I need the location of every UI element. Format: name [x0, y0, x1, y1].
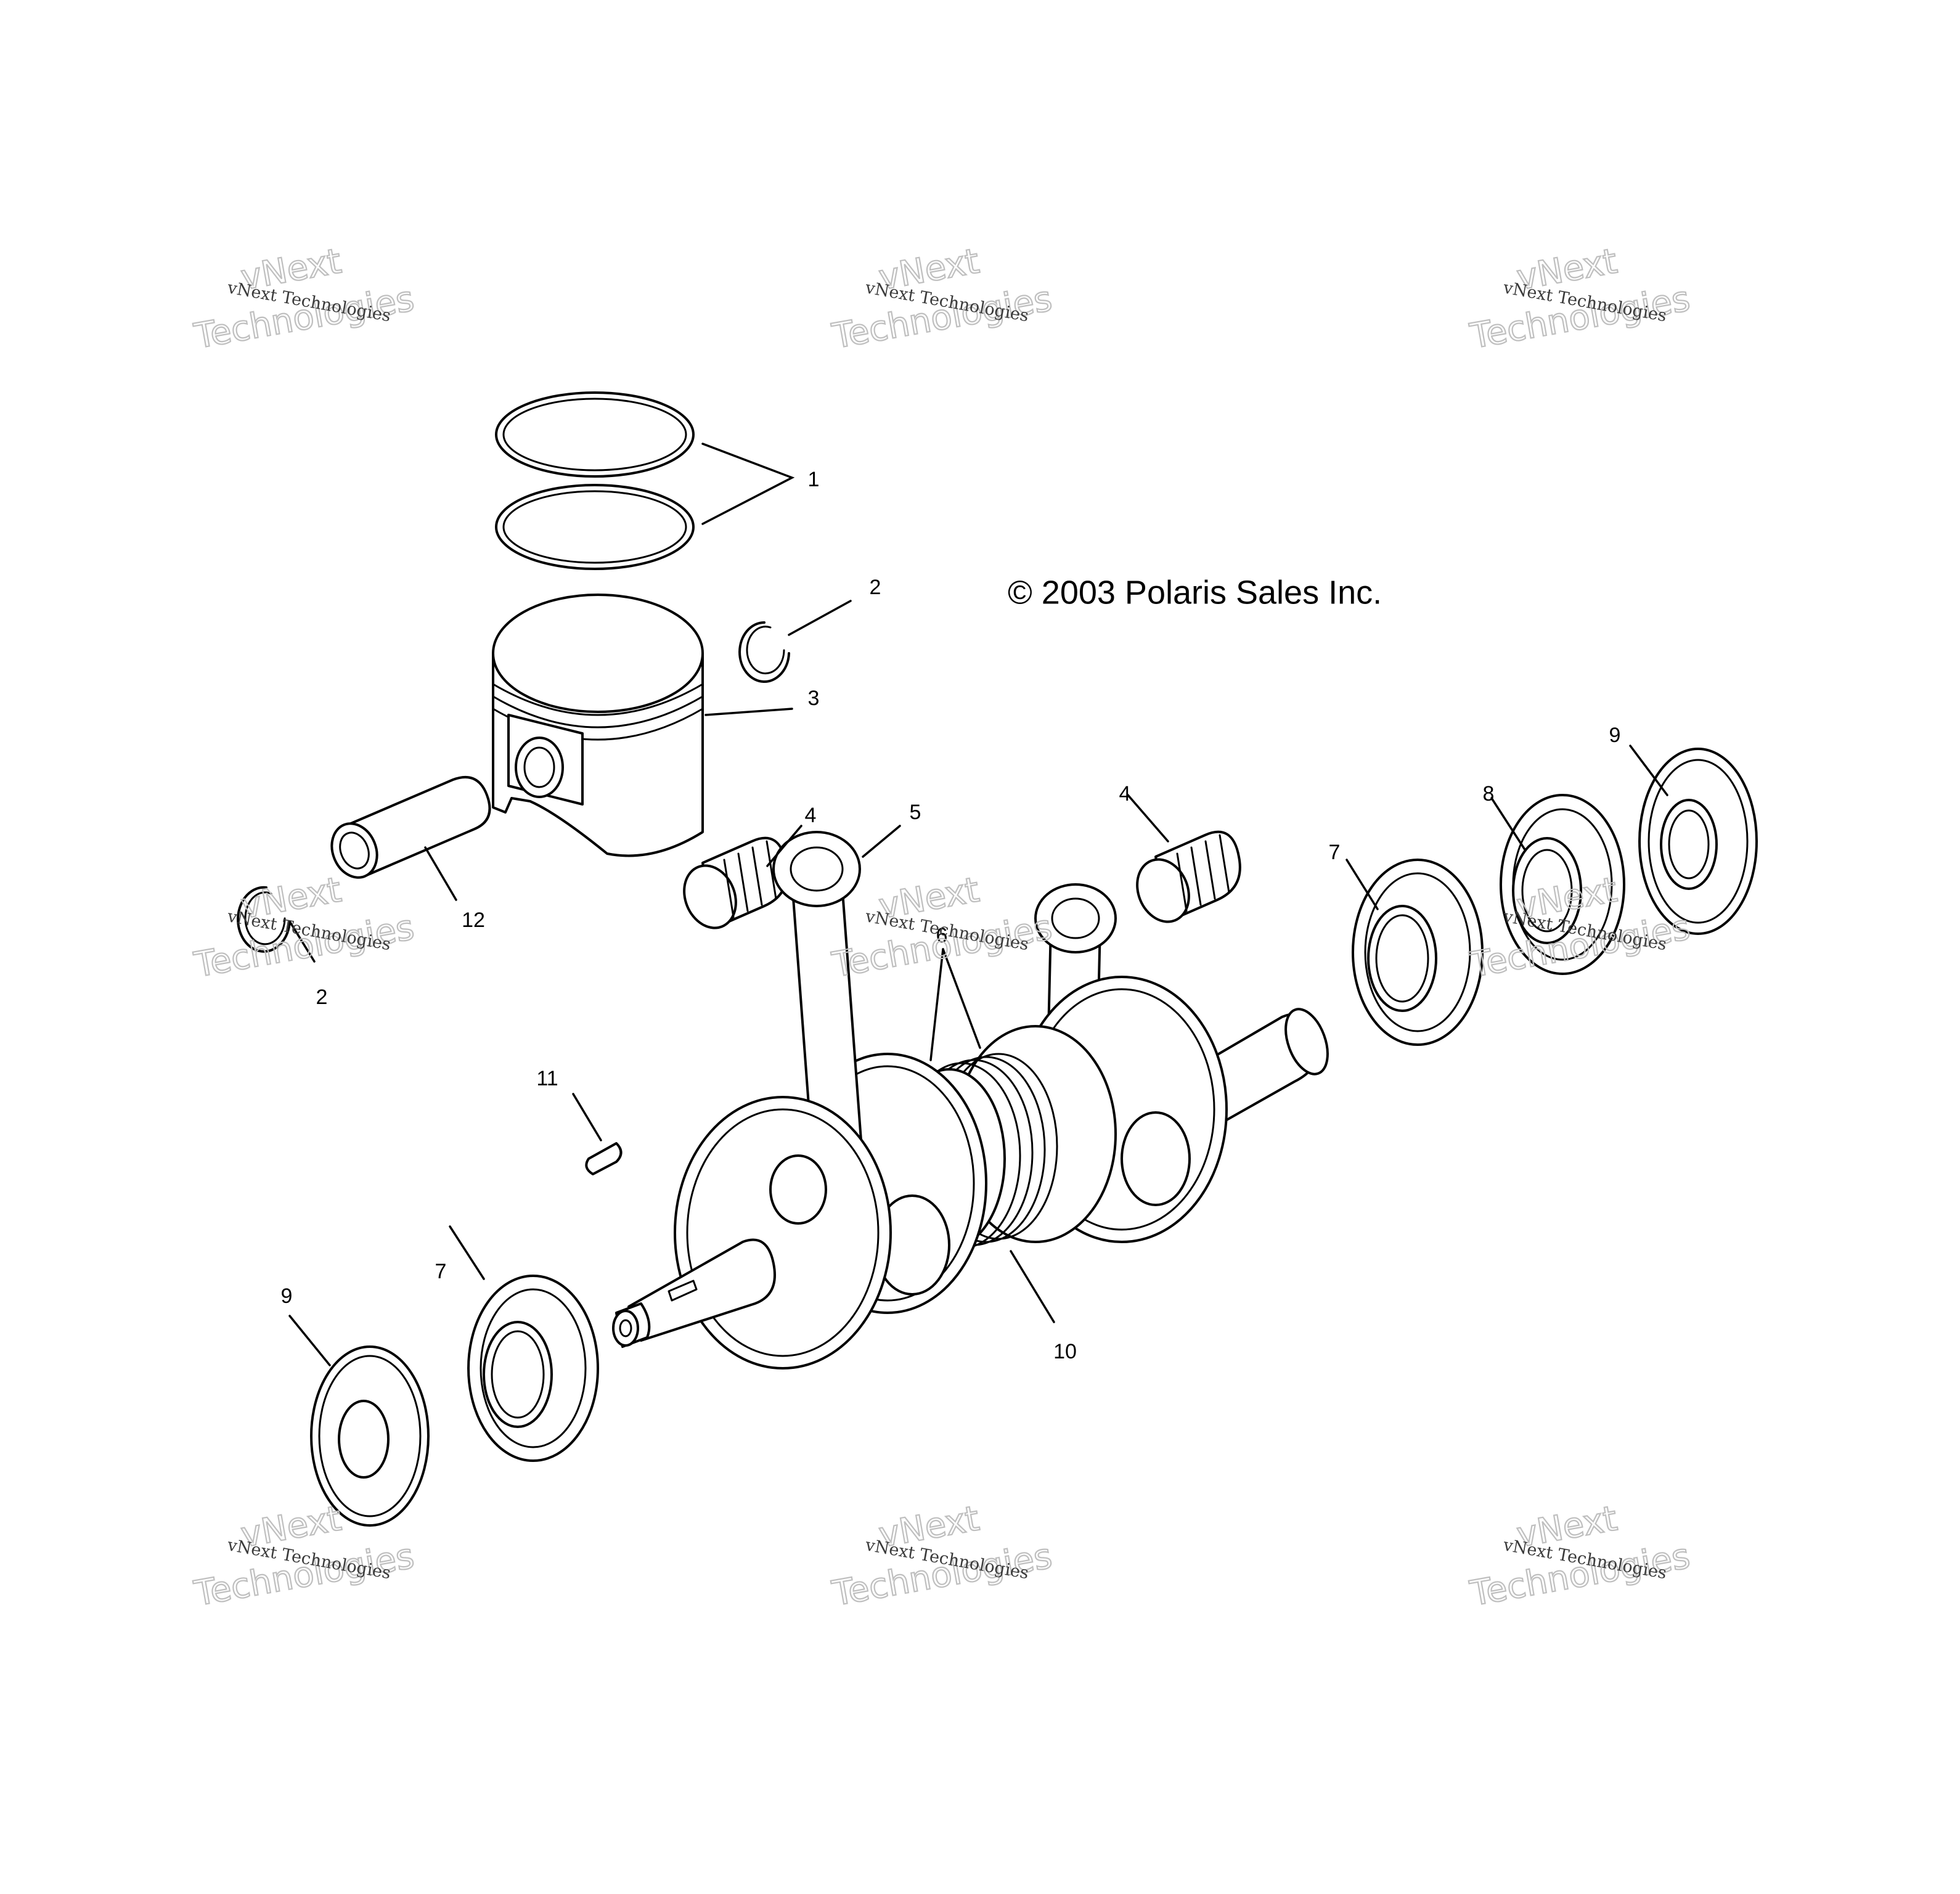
- piston: [492, 594, 704, 857]
- callout-3: 3: [808, 687, 820, 710]
- watermark-top-left: vNext Technologies vNext Technologies: [190, 240, 418, 357]
- leader-lines: [288, 443, 1668, 1366]
- woodruff-key: [585, 1142, 623, 1175]
- circlip-lower: [237, 886, 291, 953]
- ball-bearing-left: [467, 1275, 599, 1462]
- watermark-top-right: vNext Technologies vNext Technologies: [1466, 240, 1694, 357]
- callout-7-left: 7: [435, 1260, 447, 1283]
- oil-seal-right: [1638, 748, 1758, 935]
- callout-2-lower: 2: [316, 986, 328, 1009]
- callout-2-upper: 2: [870, 576, 881, 599]
- watermark-top-center: vNext Technologies vNext Technologies: [828, 240, 1056, 357]
- callout-5: 5: [910, 801, 921, 824]
- callout-labels: 1 2 3 12 2 4 5 4 6 11 7 8 9 7 9 10: [281, 468, 1621, 1363]
- circlip-upper: [738, 621, 790, 683]
- ball-bearing-right: [1352, 859, 1484, 1046]
- piston-rings: [495, 391, 695, 570]
- callout-7-right: 7: [1329, 841, 1341, 864]
- callout-11: 11: [536, 1067, 558, 1090]
- watermark-mid-left: vNext Technologies vNext Technologies: [190, 869, 418, 986]
- callout-10: 10: [1053, 1340, 1077, 1363]
- callout-6: 6: [936, 924, 948, 947]
- callout-9-right: 9: [1609, 724, 1621, 747]
- watermark-mid-center: vNext Technologies vNext Technologies: [828, 869, 1056, 986]
- callout-4-right: 4: [1119, 782, 1131, 806]
- piston-pin: [330, 776, 491, 879]
- crankshaft-assembly: [612, 831, 1329, 1369]
- callout-8: 8: [1483, 782, 1495, 806]
- callout-1: 1: [808, 468, 820, 491]
- callout-9-left: 9: [281, 1284, 293, 1308]
- watermark-bottom-right: vNext Technologies vNext Technologies: [1466, 1498, 1694, 1615]
- copyright-text: © 2003 Polaris Sales Inc.: [1008, 574, 1382, 611]
- needle-bearing-left: [683, 836, 788, 929]
- callout-12: 12: [462, 908, 485, 932]
- oil-seal-left: [310, 1345, 430, 1527]
- watermark-bottom-center: vNext Technologies vNext Technologies: [828, 1498, 1056, 1615]
- bearing-8: [1500, 794, 1625, 975]
- callout-4-left: 4: [805, 804, 817, 827]
- needle-bearing-right: [1136, 830, 1241, 923]
